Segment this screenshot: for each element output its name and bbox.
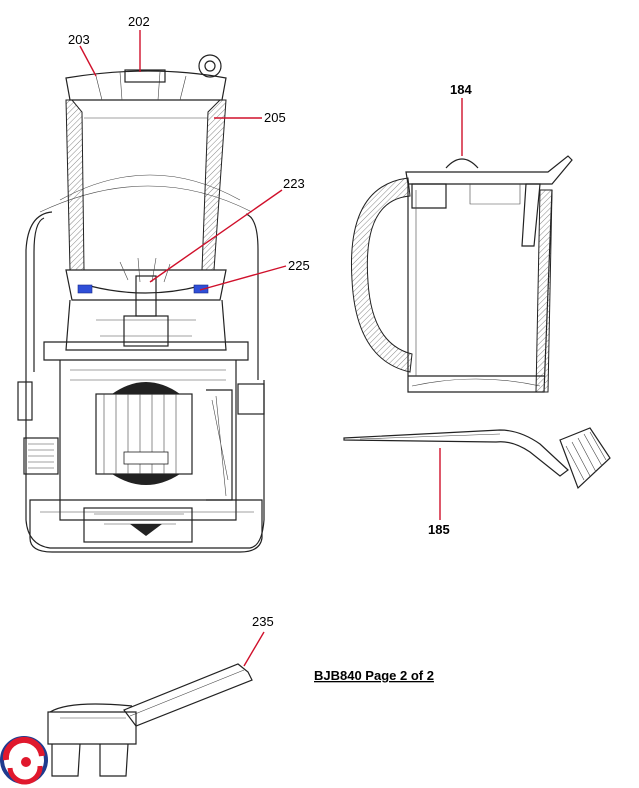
callout-185: 185 [428,522,450,537]
callout-203: 203 [68,32,90,47]
food-pusher-tool [47,663,253,777]
page-label: BJB840 Page 2 of 2 [314,668,434,683]
leader-223 [149,189,283,283]
callout-235: 235 [252,614,274,629]
brand-logo-icon [0,736,48,785]
cleaning-brush [343,427,611,490]
pulp-container [350,155,573,393]
leader-203 [79,45,97,77]
callout-205: 205 [264,110,286,125]
leader-235 [243,631,265,667]
callout-184: 184 [450,82,472,97]
leader-225 [199,265,287,291]
juicer-assembly [17,54,265,553]
callout-225: 225 [288,258,310,273]
callout-202: 202 [128,14,150,29]
callout-223: 223 [283,176,305,191]
